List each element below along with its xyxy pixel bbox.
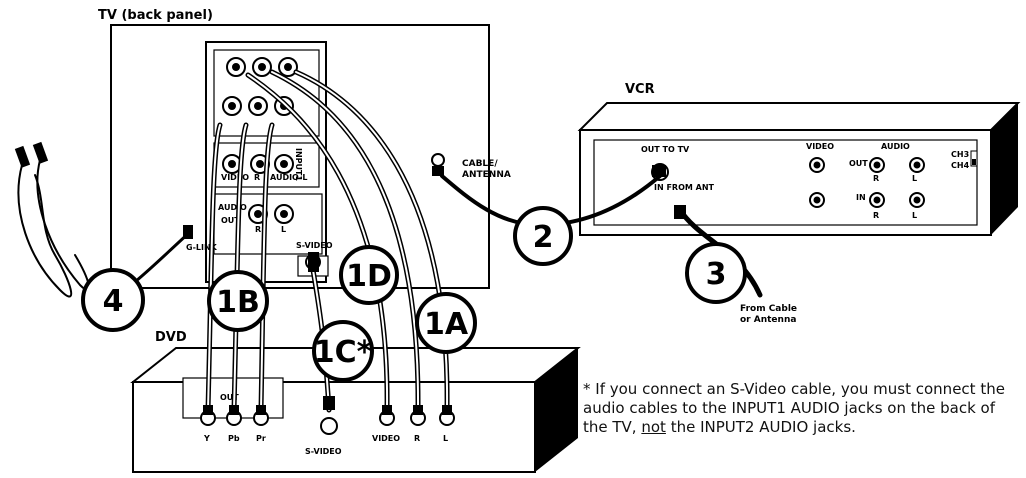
vcr-audio-label: AUDIO bbox=[881, 142, 910, 151]
footnote-part1: * If you connect an S-Video cable, you m… bbox=[583, 380, 1005, 436]
vcr-ch3: CH3 bbox=[951, 150, 969, 159]
vcr-out-label: OUT bbox=[849, 159, 868, 168]
vcr-r-label: R bbox=[873, 174, 879, 183]
callout-1b-text: 1B bbox=[216, 285, 260, 320]
tv-jack-video: VIDEO bbox=[221, 173, 249, 182]
tv-cable-antenna-line1: CABLE/ bbox=[462, 159, 498, 169]
callouts: 4 1B 1C* 1D 1A 2 3 bbox=[81, 206, 747, 382]
dvd-jack-pr: Pr bbox=[256, 434, 266, 443]
tv-back-panel: TV (back panel) VIDEO R bbox=[98, 8, 511, 289]
callout-1c: 1C* bbox=[312, 320, 374, 382]
callout-2-text: 2 bbox=[533, 220, 554, 255]
tv-jack-g-link: G-LINK bbox=[186, 243, 218, 252]
tv-jack-s-video: S-VIDEO bbox=[296, 241, 333, 250]
dvd-jack-pb: Pb bbox=[228, 434, 240, 443]
callout-1b: 1B bbox=[207, 270, 269, 332]
callout-1a: 1A bbox=[415, 292, 477, 354]
vcr-unit: VCR OUT TO TV IN FROM ANT VIDEO AUDIO OU… bbox=[577, 82, 1021, 325]
callout-4-text: 4 bbox=[103, 284, 124, 319]
dvd-jack-r: R bbox=[414, 434, 420, 443]
vcr-out-to-tv: OUT TO TV bbox=[641, 145, 690, 154]
dvd-jack-video: VIDEO bbox=[372, 434, 400, 443]
callout-1a-text: 1A bbox=[424, 307, 469, 342]
tv-cable-antenna-jack bbox=[431, 153, 445, 176]
vcr-from-cable-line1: From Cable bbox=[740, 304, 797, 314]
dvd-out-label: OUT bbox=[220, 393, 239, 402]
vcr-ch4: CH4 bbox=[951, 161, 970, 170]
tv-jack-out: OUT bbox=[221, 216, 240, 225]
footnote-part2: the INPUT2 AUDIO jacks. bbox=[665, 418, 856, 436]
dvd-title: DVD bbox=[155, 330, 187, 345]
vcr-in-label: IN bbox=[856, 193, 866, 202]
footnote-emphasis: not bbox=[641, 418, 666, 436]
vcr-l-label: L bbox=[912, 174, 917, 183]
vcr-video-label: VIDEO bbox=[806, 142, 834, 151]
callout-1c-text: 1C* bbox=[314, 335, 373, 370]
callout-3: 3 bbox=[685, 242, 747, 304]
tv-jack-r: R bbox=[254, 173, 260, 182]
vcr-from-cable-line2: or Antenna bbox=[740, 315, 796, 325]
vcr-title: VCR bbox=[625, 82, 655, 97]
callout-4: 4 bbox=[81, 268, 145, 332]
tv-jack-audio: AUDIO bbox=[218, 203, 247, 212]
callout-1d-text: 1D bbox=[346, 259, 392, 294]
callout-2: 2 bbox=[513, 206, 573, 266]
callout-3-text: 3 bbox=[706, 257, 727, 292]
tv-jack-r2: R bbox=[255, 225, 261, 234]
tv-jack-l2: L bbox=[281, 225, 286, 234]
vcr-r-label-2: R bbox=[873, 211, 879, 220]
tv-input-label: INPUT1 bbox=[294, 148, 303, 181]
dvd-jack-l: L bbox=[443, 434, 448, 443]
cable-4-bundle bbox=[17, 164, 73, 298]
tv-title: TV (back panel) bbox=[98, 8, 213, 23]
tv-jack-audio-l: AUDIO-L bbox=[270, 173, 307, 182]
tv-cable-antenna-line2: ANTENNA bbox=[462, 170, 511, 180]
callout-1d: 1D bbox=[339, 245, 399, 305]
dvd-jack-y: Y bbox=[203, 434, 210, 443]
vcr-in-from-ant: IN FROM ANT bbox=[654, 183, 715, 192]
svideo-footnote: * If you connect an S-Video cable, you m… bbox=[583, 380, 1023, 437]
vcr-l-label-2: L bbox=[912, 211, 917, 220]
dvd-jack-s-video: S-VIDEO bbox=[305, 447, 342, 456]
plugs bbox=[14, 141, 686, 415]
